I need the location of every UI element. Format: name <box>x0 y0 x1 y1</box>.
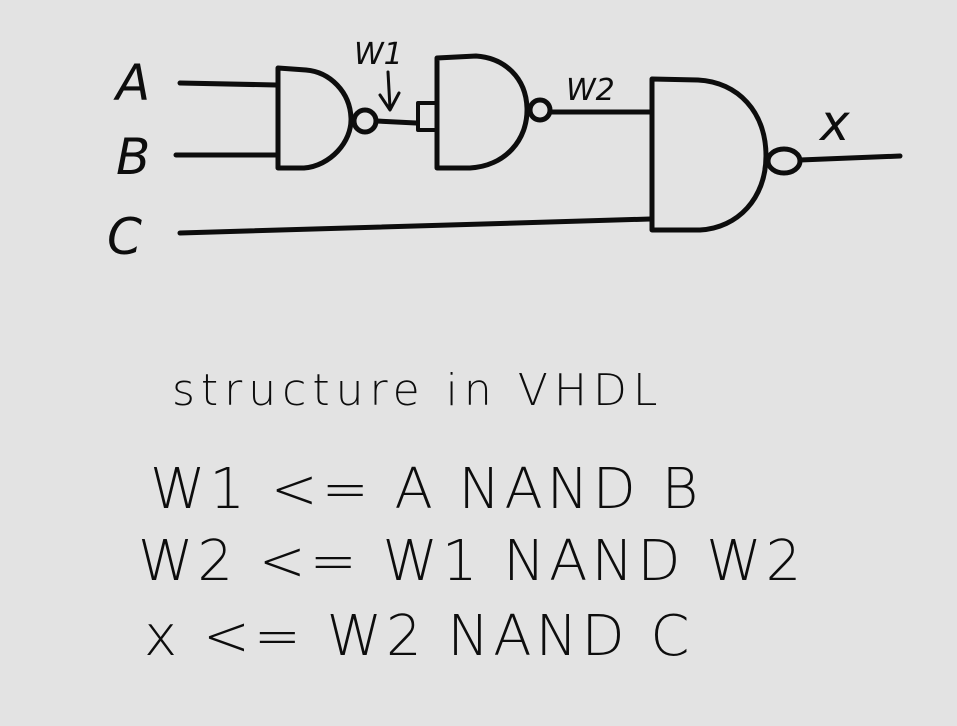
vhdl-line-1: W1 <= A NAND B <box>150 457 702 522</box>
vhdl-line-3: x <= W2 NAND C <box>144 604 694 669</box>
input-label-b: B <box>116 128 150 186</box>
wire-a <box>177 80 279 88</box>
wire-output <box>797 153 903 163</box>
wire-w1 <box>373 118 419 126</box>
nand-gate-2-bubble <box>527 97 553 123</box>
nand-gate-1-bubble <box>351 107 379 135</box>
input-label-c: C <box>107 208 142 266</box>
wire-c <box>177 216 653 236</box>
nand-gate-3-bubble <box>765 146 803 176</box>
wire-label-w1: W1 <box>354 37 403 72</box>
vhdl-line-2: W2 <= W1 NAND W2 <box>138 529 805 594</box>
wire-label-w2: W2 <box>566 73 615 108</box>
notes-title: structure in VHDL <box>172 365 663 416</box>
output-label-x: x <box>818 94 850 152</box>
nand-gate-1 <box>275 65 354 171</box>
input-label-a: A <box>113 54 150 112</box>
nand-gate-2 <box>434 53 530 171</box>
w1-arrow <box>378 70 401 112</box>
gate-2-input-stub <box>416 101 439 132</box>
nand-gate-3 <box>649 76 769 233</box>
